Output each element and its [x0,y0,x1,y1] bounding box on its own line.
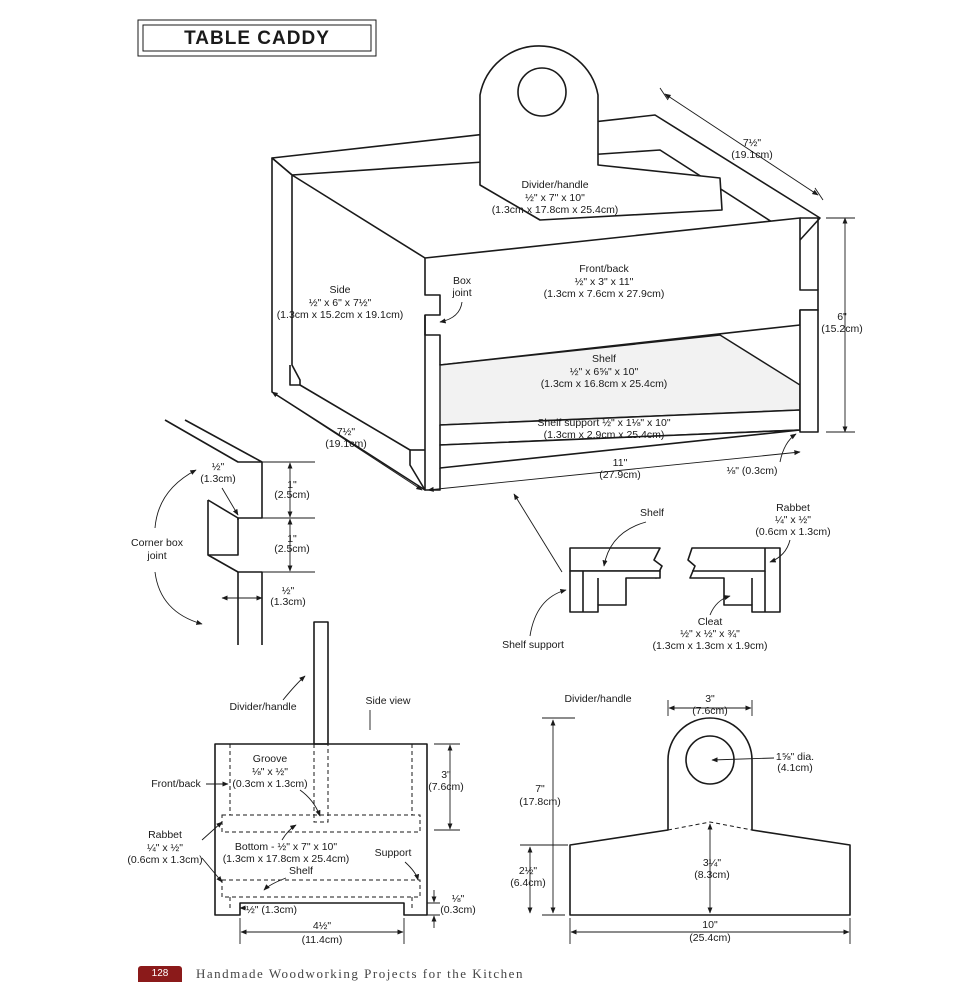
shelf-detail-shelf-label: Shelf [640,507,664,519]
front-back-size-cm: (1.3cm x 7.6cm x 27.9cm) [544,288,665,300]
divider-handle-size-in: ½" x 7" x 10" [525,192,585,204]
handle-dim-height-cm: (17.8cm) [519,796,560,808]
side-view-divider-label: Divider/handle [229,701,296,713]
handle-dim-top-cm: (7.6cm) [692,705,728,717]
box-joint-label-1: Box [453,275,472,287]
dim-gap-label: ⅛" (0.3cm) [727,465,778,477]
groove-label: Groove [253,753,288,765]
side-label: Side [329,284,350,296]
dim-depth-left-in: 7½" [337,426,356,438]
divider-handle-detail: Divider/handle 3" (7.6cm) 1⅝" dia. (4.1c… [510,693,851,944]
corner-dim-top-cm: (1.3cm) [200,473,236,485]
bottom-size-cm: (1.3cm x 17.8cm x 25.4cm) [223,853,350,865]
corner-dim-1a-in: 1" [287,479,297,491]
side-view-dim-width-in: 4½" [313,920,332,932]
rabbet-size-cm: (0.6cm x 1.3cm) [755,526,830,538]
dim-depth-top-in: 7½" [743,137,762,149]
handle-hole-size-cm: (4.1cm) [777,762,813,774]
front-back-size-in: ½" x 3" x 11" [575,276,634,288]
corner-dim-bottom-in: ½" [282,585,295,597]
handle-dim-top-in: 3" [705,693,715,705]
bottom-label: Bottom - ½" x 7" x 10" [235,841,337,853]
cleat-label: Cleat [698,616,723,628]
side-view-dim-half: ½" (1.3cm) [246,904,297,916]
handle-dim-width-in: 10" [702,919,718,931]
shelf-size-in: ½" x 6⅝" x 10" [570,366,639,378]
corner-dim-1b-in: 1" [287,533,297,545]
main-view-labels: Divider/handle ½" x 7" x 10" (1.3cm x 17… [277,179,671,441]
handle-dim-center-cm: (8.3cm) [694,869,730,881]
dim-height-in: 6" [837,311,847,323]
groove-size-cm: (0.3cm x 1.3cm) [232,778,307,790]
handle-detail-hole [685,735,735,785]
front-back-label: Front/back [579,263,629,275]
shelf-support-label: Shelf support ½" x 1⅛" x 10" [537,417,670,429]
dim-width-cm: (27.9cm) [599,469,640,481]
corner-joint-label-2: joint [146,550,166,562]
side-view-dim-width-cm: (11.4cm) [302,934,343,946]
corner-dim-top-in: ½" [212,461,225,473]
side-view-divider [313,621,329,745]
side-view-rabbet-size-in: ¼" x ½" [147,842,183,854]
rabbet-label: Rabbet [776,502,810,514]
side-view-dim-eighth-in: ⅛" [452,893,465,905]
handle-detail-title: Divider/handle [564,693,631,705]
corner-dim-1b-cm: (2.5cm) [274,543,310,555]
corner-dim-bottom-cm: (1.3cm) [270,596,306,608]
shelf-size-cm: (1.3cm x 16.8cm x 25.4cm) [541,378,668,390]
side-view-detail: Divider/handle Side view Front/back Groo… [127,621,476,946]
box-joint-label-2: joint [451,287,471,299]
dim-width-in: 11" [613,457,628,469]
main-view-dimensions: 7½" (19.1cm) 6" (15.2cm) 7½" (19.1cm) 11… [271,87,863,492]
cleat-size-in: ½" x ½" x ¾" [680,628,740,640]
page-number: 128 [138,966,182,982]
corner-dim-1a-cm: (2.5cm) [274,489,310,501]
support-label: Support [375,847,412,859]
side-view-front-back-label: Front/back [151,778,201,790]
handle-dim-center-in: 3¼" [703,857,722,869]
cleat-size-cm: (1.3cm x 1.3cm x 1.9cm) [653,640,768,652]
side-view-dim-3-in: 3" [441,769,451,781]
divider-handle-size-cm: (1.3cm x 17.8cm x 25.4cm) [492,204,619,216]
handle-dim-lower-cm: (6.4cm) [510,877,546,889]
shelf-detail-support-label: Shelf support [502,639,564,651]
handle-hole [517,67,567,117]
side-view-dim-3-cm: (7.6cm) [428,781,464,793]
side-size-cm: (1.3cm x 15.2cm x 19.1cm) [277,309,404,321]
handle-dim-height-in: 7" [535,783,545,795]
corner-joint-label-1: Corner box [131,537,184,549]
groove-size-in: ⅛" x ½" [252,766,288,778]
title-box: TABLE CADDY [137,19,377,57]
dim-depth-left-cm: (19.1cm) [325,438,366,450]
rabbet-size-in: ¼" x ½" [775,514,811,526]
side-view-dim-eighth-cm: (0.3cm) [440,904,476,916]
side-size-in: ½" x 6" x 7½" [309,297,372,309]
corner-joint-detail: 1" (2.5cm) 1" (2.5cm) ½" (1.3cm) ½" (1.3… [131,419,315,645]
shelf-support-detail: Shelf Rabbet ¼" x ½" (0.6cm x 1.3cm) She… [502,493,831,652]
divider-handle-label: Divider/handle [521,179,588,191]
handle-hole-size-in: 1⅝" dia. [776,751,814,763]
shelf-support-size-cm: (1.3cm x 2.9cm x 25.4cm) [544,429,665,441]
side-view-shelf-label: Shelf [289,865,313,877]
dim-depth-top-cm: (19.1cm) [731,149,772,161]
diagram-title: TABLE CADDY [184,28,330,49]
running-title: Handmade Woodworking Projects for the Ki… [196,966,524,981]
side-view-rabbet-size-cm: (0.6cm x 1.3cm) [127,854,202,866]
dim-height-cm: (15.2cm) [821,323,862,335]
side-view-rabbet-label: Rabbet [148,829,182,841]
handle-dim-width-cm: (25.4cm) [689,932,730,944]
shelf-label: Shelf [592,353,616,365]
handle-dim-lower-in: 2½" [519,865,538,877]
side-view-title: Side view [366,695,411,707]
